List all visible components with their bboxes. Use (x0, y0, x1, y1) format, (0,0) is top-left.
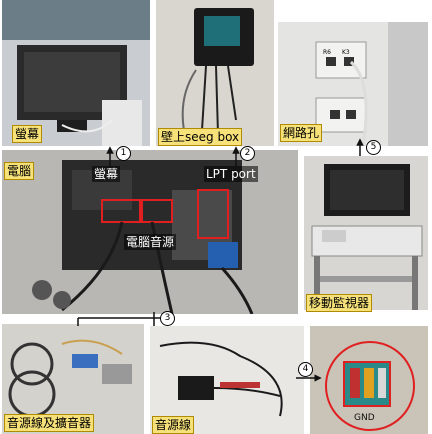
port-label-k3: K3 (342, 49, 350, 56)
terminal-photo-art: GND (310, 326, 428, 434)
mobile-monitor-photo-art (304, 156, 428, 310)
photo-mobile-monitor (304, 156, 428, 310)
photo-monitor (2, 0, 150, 146)
port-label-r6: R6 (323, 49, 331, 56)
label-wall-seeg-box: 壁上seeg box (158, 128, 243, 146)
label-monitor-connector: 螢幕 (92, 166, 121, 182)
label-audio-amplifier: 音源線及擴音器 (4, 414, 95, 432)
label-computer-audio: 電腦音源 (124, 234, 177, 250)
label-lpt-port: LPT port (204, 166, 258, 182)
arrow-step-3-bracket (77, 317, 160, 326)
label-mobile-monitor: 移動監視器 (306, 294, 373, 312)
label-monitor: 螢幕 (12, 125, 43, 143)
step-4-badge: 4 (298, 362, 313, 377)
step-3-badge: 3 (160, 311, 175, 326)
label-computer: 電腦 (4, 162, 35, 180)
label-network-port: 網路孔 (280, 124, 323, 142)
terminal-gnd-label: GND (354, 413, 375, 423)
step-2-badge: 2 (240, 146, 255, 161)
step-5-badge: 5 (366, 140, 381, 155)
step-1-badge: 1 (116, 146, 131, 161)
photo-terminal-gnd: GND (310, 326, 428, 434)
monitor-photo-art (2, 0, 150, 146)
photo-wall-seeg-box (156, 0, 274, 146)
wall-seeg-photo-art (156, 0, 274, 146)
